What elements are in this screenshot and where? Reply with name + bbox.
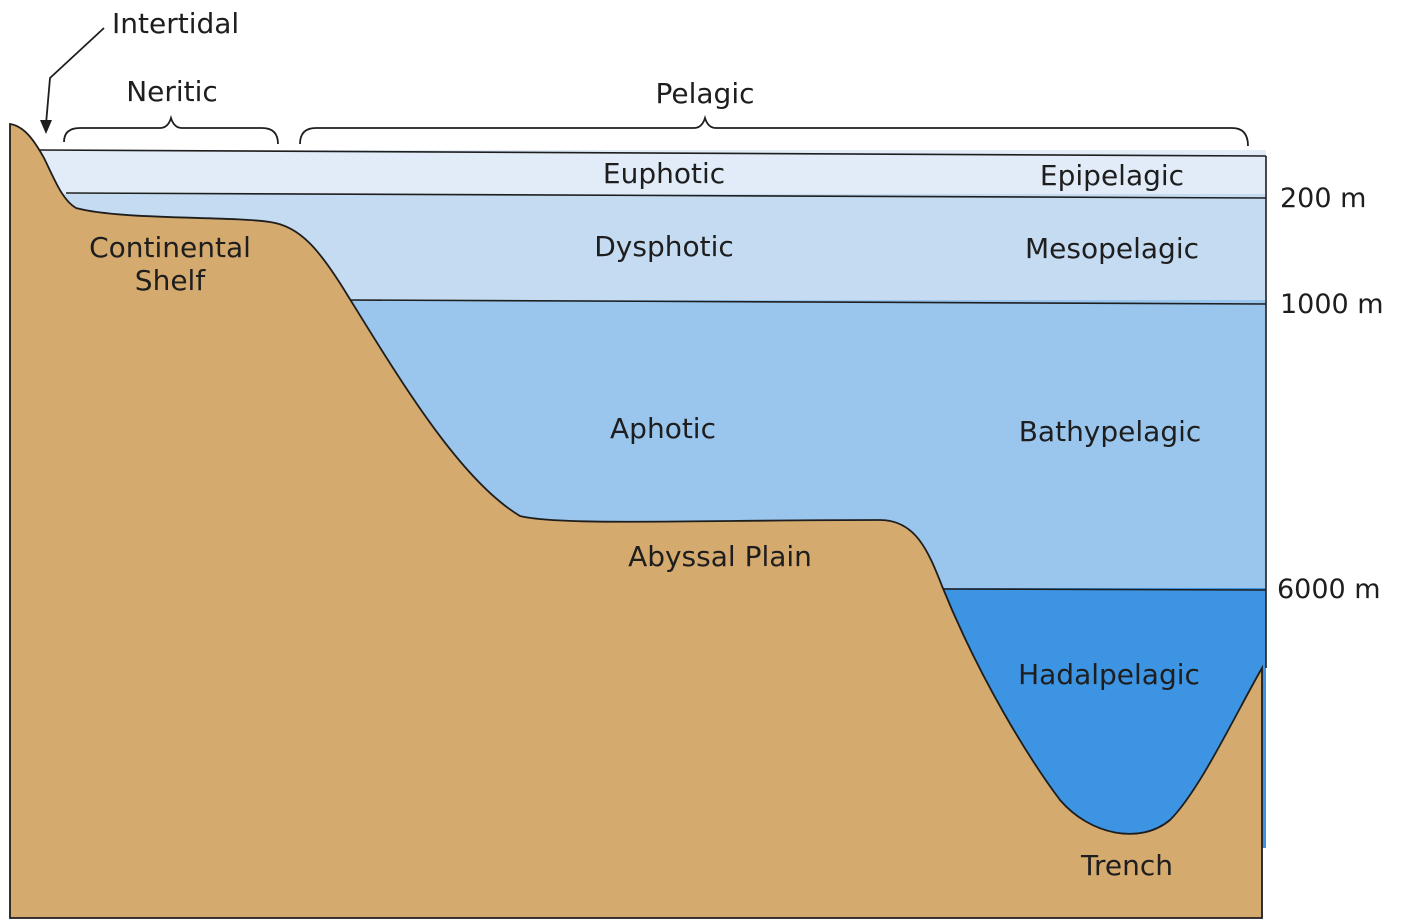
pelagic-label: Pelagic: [656, 77, 755, 110]
euphotic-label: Euphotic: [603, 157, 725, 190]
intertidal-label: Intertidal: [112, 7, 239, 40]
intertidal-arrowhead-icon: [40, 120, 52, 134]
neritic-label: Neritic: [126, 75, 218, 108]
pelagic-brace: [300, 118, 1248, 146]
hadalpelagic-label: Hadalpelagic: [1018, 658, 1200, 691]
epipelagic-label: Epipelagic: [1040, 159, 1184, 192]
continental-shelf-label-line1: Continental: [89, 231, 251, 264]
mesopelagic-label: Mesopelagic: [1025, 232, 1199, 265]
depth-1000m-label: 1000 m: [1280, 289, 1384, 320]
intertidal-pointer-line: [46, 28, 104, 124]
depth-200m-label: 200 m: [1280, 183, 1366, 214]
continental-shelf-label-line2: Shelf: [135, 264, 207, 297]
abyssal-plain-label: Abyssal Plain: [628, 540, 812, 573]
dysphotic-label: Dysphotic: [594, 230, 734, 263]
bathypelagic-label: Bathypelagic: [1019, 415, 1202, 448]
trench-label: Trench: [1080, 849, 1173, 882]
aphotic-label: Aphotic: [610, 412, 716, 445]
depth-6000m-label: 6000 m: [1277, 574, 1381, 605]
neritic-brace: [64, 118, 278, 144]
boundary-6000m-line: [940, 589, 1266, 590]
